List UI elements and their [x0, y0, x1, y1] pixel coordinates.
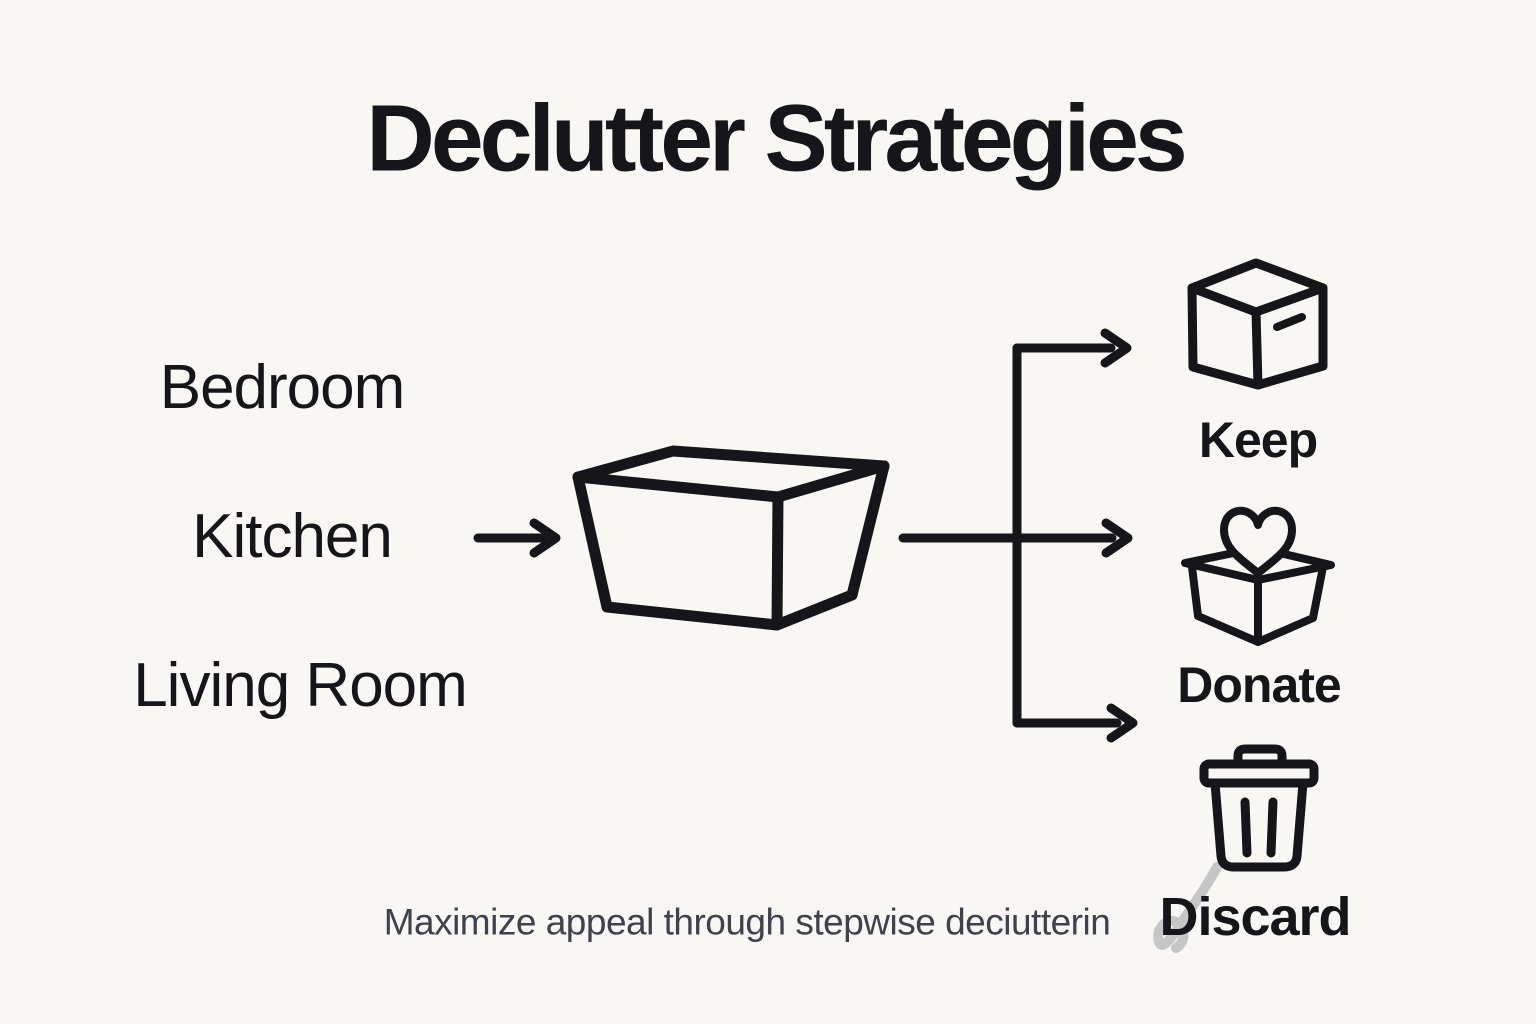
- trash-can-icon: [1199, 744, 1319, 872]
- cardboard-box-icon: [1187, 258, 1328, 390]
- room-label-kitchen: Kitchen: [192, 502, 393, 571]
- page-title: Declutter Strategies: [366, 85, 1188, 192]
- heart-donation-box-icon: [1181, 506, 1335, 646]
- rooms-to-box-arrow: [473, 518, 561, 558]
- g-swoosh-artifact: [1153, 862, 1222, 953]
- subtitle-caption: Maximize appeal through stepwise deciutt…: [383, 901, 1111, 943]
- strategy-label-donate: Donate: [1177, 657, 1341, 713]
- keep-branch-arrow: [1012, 328, 1132, 368]
- discard-branch-arrow: [1012, 703, 1138, 743]
- room-label-bedroom: Bedroom: [159, 353, 406, 422]
- box-to-branches-arrow: [898, 518, 1133, 558]
- strategy-label-discard: Discard: [1159, 887, 1351, 947]
- open-box-icon: [572, 445, 890, 631]
- strategy-label-keep: Keep: [1198, 412, 1318, 468]
- room-label-living-room: Living Room: [133, 651, 468, 720]
